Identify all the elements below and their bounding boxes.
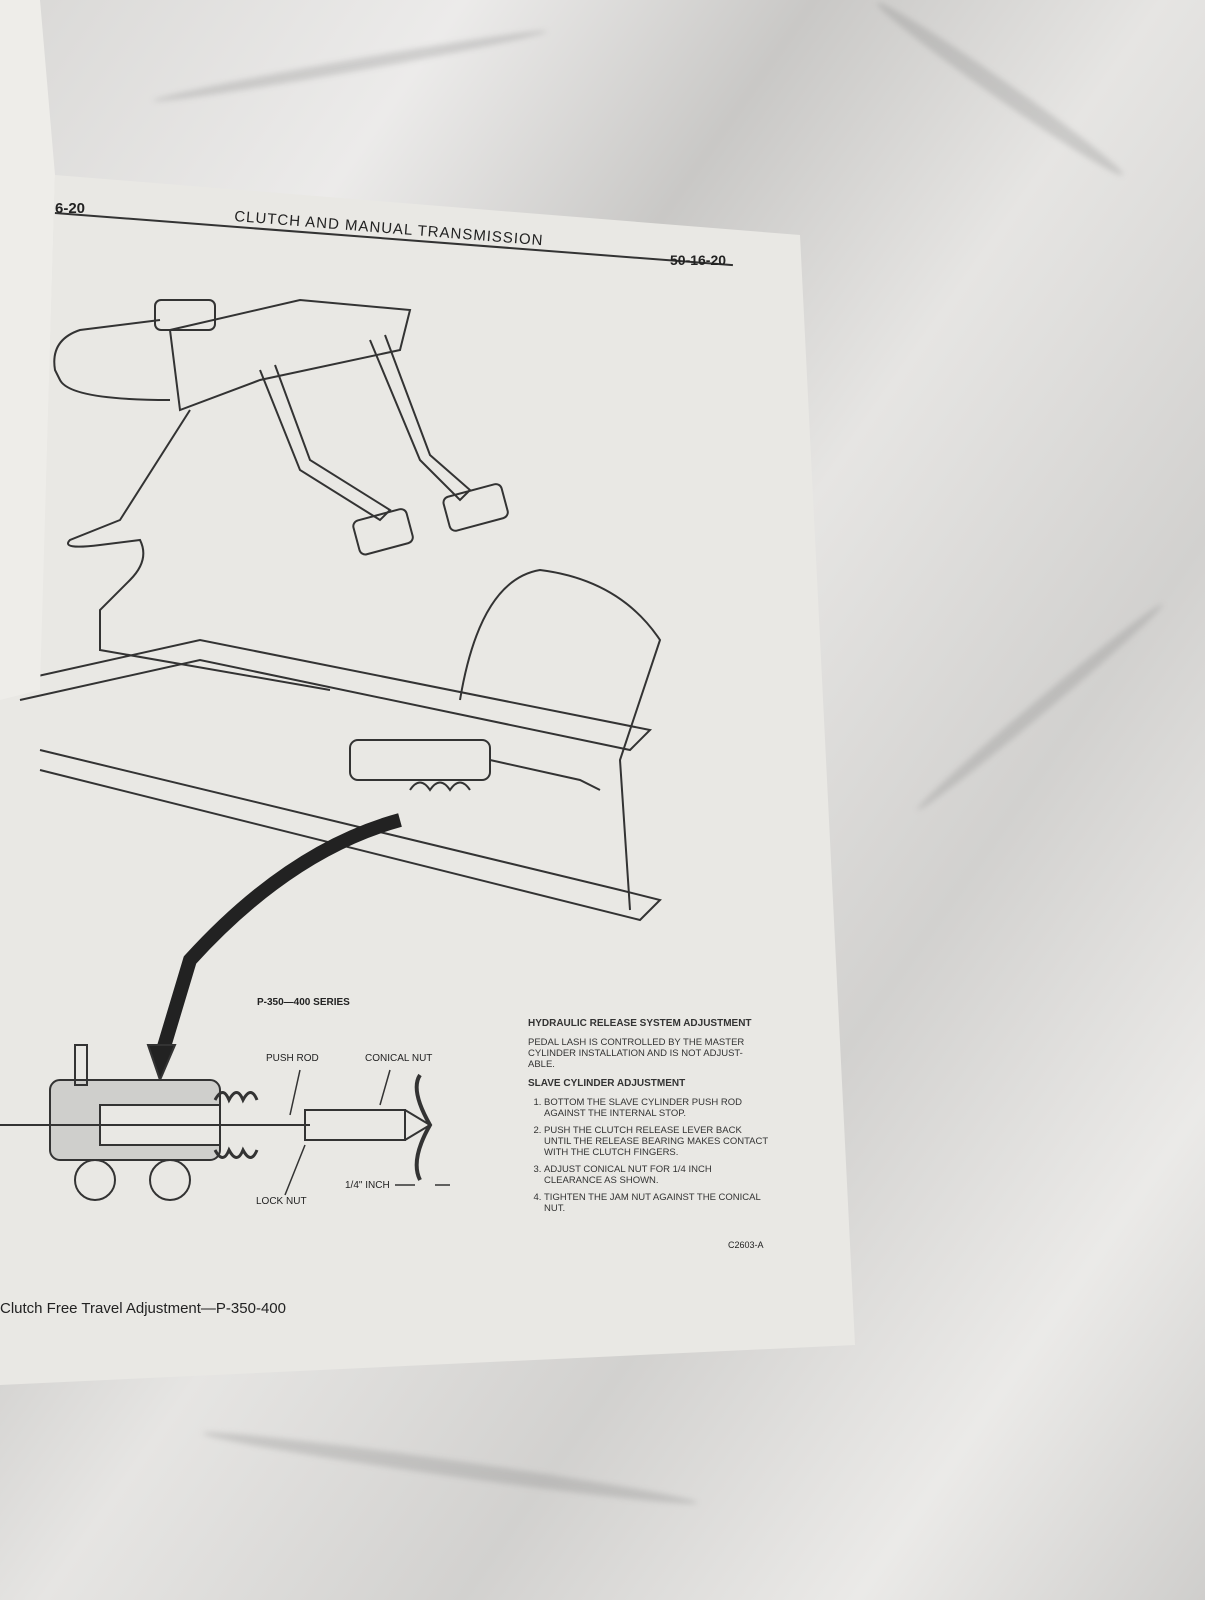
clutch-pedal-arm	[259, 364, 392, 522]
step: ADJUST CONICAL NUT FOR 1/4 INCH CLEARANC…	[544, 1164, 768, 1186]
marble-vein	[871, 0, 1129, 183]
slave-cylinder-cross-section	[0, 1044, 450, 1201]
bell-housing	[459, 568, 662, 911]
step: TIGHTEN THE JAM NUT AGAINST THE CONICAL …	[544, 1192, 768, 1214]
clearance-label: 1/4" INCH	[345, 1180, 390, 1191]
brake-pedal-arm	[369, 334, 472, 502]
brake-pedal-pad	[442, 483, 509, 532]
figure-code: C2603-A	[728, 1240, 764, 1250]
crossmember	[39, 749, 662, 922]
detail-arrowhead	[146, 1044, 177, 1083]
slave-cylinder	[349, 739, 491, 781]
figure-caption: Clutch Free Travel Adjustment—P-350-400	[0, 1300, 286, 1317]
return-spring	[409, 781, 471, 792]
lock-nut-label: LOCK NUT	[256, 1196, 307, 1207]
slave-title: SLAVE CYLINDER ADJUSTMENT	[528, 1078, 686, 1089]
push-rod-label: PUSH ROD	[266, 1053, 319, 1064]
marble-vein	[912, 598, 1168, 816]
clutch-pedal-pad	[352, 508, 414, 556]
master-cylinder	[154, 299, 216, 331]
slave-steps: BOTTOM THE SLAVE CYLINDER PUSH ROD AGAIN…	[528, 1097, 768, 1214]
series-label: P-350—400 SERIES	[257, 997, 350, 1008]
section-number: 6-20	[55, 200, 86, 217]
detail-arrow	[153, 813, 402, 1063]
hydraulic-line	[53, 319, 171, 401]
page-number: 50-16-20	[670, 252, 727, 268]
marble-vein	[201, 1425, 699, 1511]
hydraulic-title: HYDRAULIC RELEASE SYSTEM ADJUSTMENT	[528, 1018, 752, 1029]
adjustment-notes: HYDRAULIC RELEASE SYSTEM ADJUSTMENT PEDA…	[528, 1018, 768, 1220]
marble-vein	[151, 25, 549, 107]
frame-rail	[19, 638, 653, 752]
hydraulic-text: PEDAL LASH IS CONTROLLED BY THE MASTER C…	[528, 1037, 745, 1070]
pressure-line	[67, 409, 331, 691]
push-rod	[489, 759, 601, 791]
step: PUSH THE CLUTCH RELEASE LEVER BACK UNTIL…	[544, 1125, 768, 1158]
conical-nut-label: CONICAL NUT	[365, 1053, 433, 1064]
pedal-bracket	[168, 298, 412, 412]
step: BOTTOM THE SLAVE CYLINDER PUSH ROD AGAIN…	[544, 1097, 768, 1119]
